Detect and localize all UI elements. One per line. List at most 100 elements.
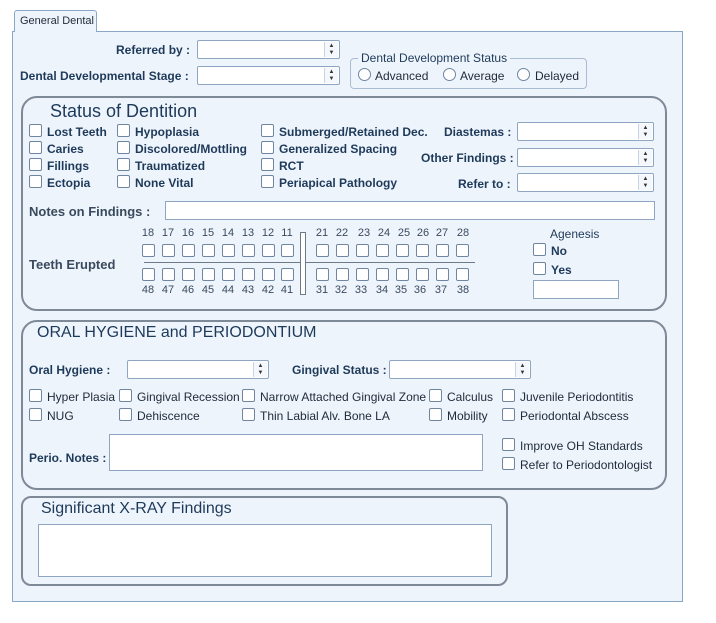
chk-calculus[interactable] bbox=[429, 389, 442, 402]
chk-dehiscence[interactable] bbox=[119, 408, 132, 421]
tooth-checkbox[interactable] bbox=[316, 244, 329, 257]
chk-discolored[interactable] bbox=[117, 141, 130, 154]
tooth-checkbox[interactable] bbox=[316, 268, 329, 281]
tooth-checkbox[interactable] bbox=[456, 244, 469, 257]
gingival-status-combo[interactable]: ▲▼ bbox=[389, 360, 531, 379]
tooth-checkbox[interactable] bbox=[182, 244, 195, 257]
other-findings-label: Other Findings : bbox=[421, 151, 514, 165]
chk-ectopia[interactable] bbox=[29, 175, 42, 188]
chk-none-vital[interactable] bbox=[117, 175, 130, 188]
tooth-checkbox[interactable] bbox=[416, 244, 429, 257]
tooth-checkbox[interactable] bbox=[281, 244, 294, 257]
diastemas-combo[interactable]: ▲▼ bbox=[517, 122, 654, 141]
chk-hypoplasia[interactable] bbox=[117, 124, 130, 137]
tooth-num: 15 bbox=[201, 227, 215, 239]
dev-stage-combo[interactable]: ▲▼ bbox=[197, 66, 340, 85]
hypoplasia-label: Hypoplasia bbox=[135, 125, 200, 139]
tooth-num: 27 bbox=[435, 227, 449, 239]
chk-nug[interactable] bbox=[29, 408, 42, 421]
lost-teeth-label: Lost Teeth bbox=[47, 125, 107, 139]
tooth-checkbox[interactable] bbox=[376, 244, 389, 257]
chk-generalized-spacing[interactable] bbox=[261, 141, 274, 154]
tooth-checkbox[interactable] bbox=[222, 244, 235, 257]
perio-notes-input[interactable] bbox=[109, 434, 483, 471]
tooth-num: 36 bbox=[413, 284, 427, 296]
tooth-checkbox[interactable] bbox=[336, 268, 349, 281]
tooth-num: 41 bbox=[280, 284, 294, 296]
dentition-title: Status of Dentition bbox=[46, 101, 202, 122]
agenesis-input[interactable] bbox=[533, 280, 619, 299]
none-vital-label: None Vital bbox=[135, 176, 194, 190]
chk-hyper-plasia[interactable] bbox=[29, 389, 42, 402]
tooth-num: 44 bbox=[221, 284, 235, 296]
referred-by-combo[interactable]: ▲▼ bbox=[197, 40, 340, 59]
tooth-checkbox[interactable] bbox=[396, 268, 409, 281]
tooth-checkbox[interactable] bbox=[416, 268, 429, 281]
tooth-num: 43 bbox=[241, 284, 255, 296]
tooth-checkbox[interactable] bbox=[142, 244, 155, 257]
narrow-attached-label: Narrow Attached Gingival Zone bbox=[260, 390, 427, 404]
chk-lost-teeth[interactable] bbox=[29, 124, 42, 137]
chk-traumatized[interactable] bbox=[117, 158, 130, 171]
chk-mobility[interactable] bbox=[429, 408, 442, 421]
tooth-checkbox[interactable] bbox=[142, 268, 155, 281]
tooth-checkbox[interactable] bbox=[162, 268, 175, 281]
chk-thin-labial[interactable] bbox=[242, 408, 255, 421]
notes-input[interactable] bbox=[165, 201, 655, 220]
chk-fillings[interactable] bbox=[29, 158, 42, 171]
nug-label: NUG bbox=[47, 409, 74, 423]
tooth-checkbox[interactable] bbox=[262, 268, 275, 281]
chk-narrow-attached[interactable] bbox=[242, 389, 255, 402]
tooth-checkbox[interactable] bbox=[436, 268, 449, 281]
refer-to-combo[interactable]: ▲▼ bbox=[517, 173, 654, 192]
tooth-checkbox[interactable] bbox=[162, 244, 175, 257]
chk-caries[interactable] bbox=[29, 141, 42, 154]
tooth-num: 23 bbox=[357, 227, 371, 239]
periapical-label: Periapical Pathology bbox=[279, 176, 398, 190]
chk-improve-oh[interactable] bbox=[502, 438, 515, 451]
tooth-checkbox[interactable] bbox=[376, 268, 389, 281]
tooth-checkbox[interactable] bbox=[242, 268, 255, 281]
radio-average[interactable] bbox=[443, 68, 456, 81]
spin-icon[interactable]: ▲▼ bbox=[638, 124, 652, 139]
tooth-checkbox[interactable] bbox=[202, 244, 215, 257]
chk-agenesis-no[interactable] bbox=[533, 243, 546, 256]
spin-icon[interactable]: ▲▼ bbox=[324, 68, 338, 83]
juvenile-periodontitis-label: Juvenile Periodontitis bbox=[520, 390, 634, 404]
tooth-checkbox[interactable] bbox=[356, 244, 369, 257]
chk-rct[interactable] bbox=[261, 158, 274, 171]
periodontal-abscess-label: Periodontal Abscess bbox=[520, 409, 629, 423]
chk-periodontal-abscess[interactable] bbox=[502, 408, 515, 421]
tooth-checkbox[interactable] bbox=[456, 268, 469, 281]
chk-refer-periodontologist[interactable] bbox=[502, 457, 515, 470]
radio-delayed[interactable] bbox=[517, 68, 530, 81]
spin-icon[interactable]: ▲▼ bbox=[638, 150, 652, 165]
spin-icon[interactable]: ▲▼ bbox=[253, 362, 267, 377]
tooth-checkbox[interactable] bbox=[356, 268, 369, 281]
tooth-checkbox[interactable] bbox=[396, 244, 409, 257]
chk-gingival-recession[interactable] bbox=[119, 389, 132, 402]
rct-label: RCT bbox=[279, 159, 304, 173]
tooth-checkbox[interactable] bbox=[436, 244, 449, 257]
xray-input[interactable] bbox=[38, 524, 492, 577]
chk-juvenile-periodontitis[interactable] bbox=[502, 389, 515, 402]
chk-submerged[interactable] bbox=[261, 124, 274, 137]
tab-general-dental[interactable]: General Dental bbox=[14, 10, 97, 32]
notes-label: Notes on Findings : bbox=[29, 204, 151, 219]
tooth-checkbox[interactable] bbox=[262, 244, 275, 257]
tooth-checkbox[interactable] bbox=[222, 268, 235, 281]
tooth-checkbox[interactable] bbox=[242, 244, 255, 257]
oral-hygiene-combo[interactable]: ▲▼ bbox=[127, 360, 269, 379]
tooth-checkbox[interactable] bbox=[182, 268, 195, 281]
tooth-checkbox[interactable] bbox=[281, 268, 294, 281]
tooth-checkbox[interactable] bbox=[202, 268, 215, 281]
other-findings-combo[interactable]: ▲▼ bbox=[517, 148, 654, 167]
refer-to-label: Refer to : bbox=[458, 177, 511, 191]
tooth-checkbox[interactable] bbox=[336, 244, 349, 257]
chk-agenesis-yes[interactable] bbox=[533, 262, 546, 275]
chk-periapical[interactable] bbox=[261, 175, 274, 188]
spin-icon[interactable]: ▲▼ bbox=[638, 175, 652, 190]
radio-advanced[interactable] bbox=[358, 68, 371, 81]
spin-icon[interactable]: ▲▼ bbox=[515, 362, 529, 377]
spin-icon[interactable]: ▲▼ bbox=[324, 42, 338, 57]
